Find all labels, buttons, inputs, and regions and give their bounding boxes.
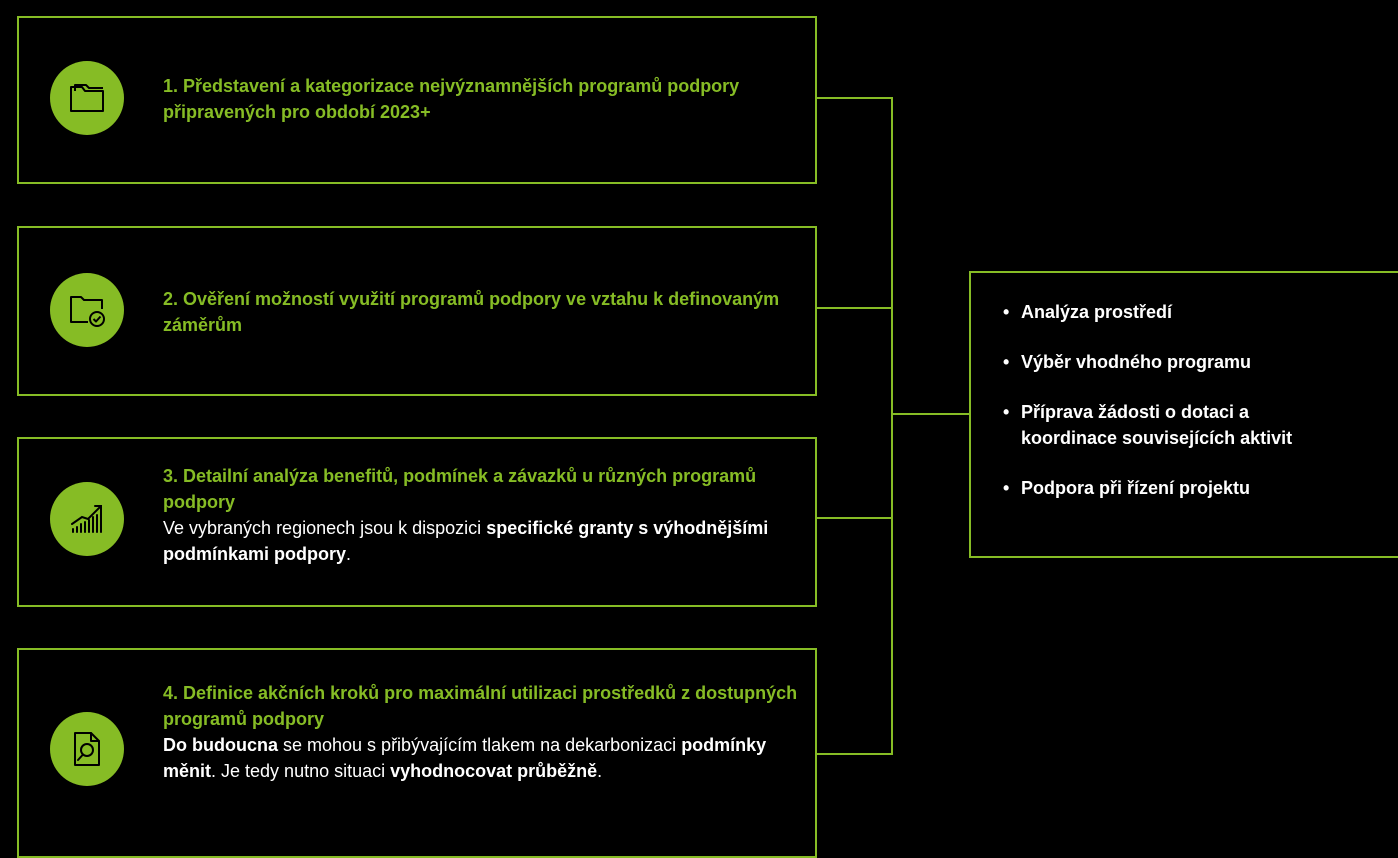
summary-item: Podpora při řízení projektu	[1003, 475, 1321, 501]
folder-check-icon	[50, 273, 124, 347]
summary-item: Příprava žádosti o dotaci a koordinace s…	[1003, 399, 1321, 451]
summary-item: Analýza prostředí	[1003, 299, 1321, 325]
step-title: 3. Detailní analýza benefitů, podmínek a…	[163, 466, 757, 512]
step-text-1: 1. Představení a kategorizace nejvýznamn…	[163, 73, 803, 125]
step-text-2: 2. Ověření možností využití programů pod…	[163, 286, 803, 338]
step-box-2: 2. Ověření možností využití programů pod…	[17, 226, 817, 396]
connector-line-4	[817, 753, 893, 755]
body-text-bold: Do budoucna	[163, 735, 278, 755]
body-text: Ve vybraných regionech jsou k dispozici	[163, 518, 487, 538]
connector-to-summary	[891, 413, 969, 415]
step-body: Ve vybraných regionech jsou k dispozici …	[163, 515, 803, 567]
summary-box: Analýza prostředí Výběr vhodného program…	[969, 271, 1398, 558]
step-box-4: 4. Definice akčních kroků pro maximální …	[17, 648, 817, 858]
step-text-3: 3. Detailní analýza benefitů, podmínek a…	[163, 463, 803, 567]
summary-list: Analýza prostředí Výběr vhodného program…	[1003, 299, 1321, 525]
body-text: . Je tedy nutno situaci	[211, 761, 391, 781]
step-title: 2. Ověření možností využití programů pod…	[163, 289, 780, 335]
growth-chart-icon	[50, 482, 124, 556]
step-box-1: 1. Představení a kategorizace nejvýznamn…	[17, 16, 817, 184]
body-text: .	[597, 761, 603, 781]
connector-line-2	[817, 307, 893, 309]
body-text-bold: specifické granty s výhodnějšími podmínk…	[163, 518, 769, 564]
folder-icon	[50, 61, 124, 135]
body-text-bold: podmínky měnit	[163, 735, 767, 781]
step-title: 1. Představení a kategorizace nejvýznamn…	[163, 76, 740, 122]
summary-item: Výběr vhodného programu	[1003, 349, 1321, 375]
connector-vertical	[891, 97, 893, 755]
connector-line-3	[817, 517, 893, 519]
body-text-bold: vyhodnocovat průběžně	[390, 761, 598, 781]
document-search-icon	[50, 712, 124, 786]
step-title: 4. Definice akčních kroků pro maximální …	[163, 683, 798, 729]
connector-line-1	[817, 97, 893, 99]
body-text: se mohou s přibývajícím tlakem na dekarb…	[278, 735, 682, 755]
step-text-4: 4. Definice akčních kroků pro maximální …	[163, 680, 803, 784]
body-text: .	[346, 544, 352, 564]
step-box-3: 3. Detailní analýza benefitů, podmínek a…	[17, 437, 817, 607]
step-body: Do budoucna se mohou s přibývajícím tlak…	[163, 732, 803, 784]
